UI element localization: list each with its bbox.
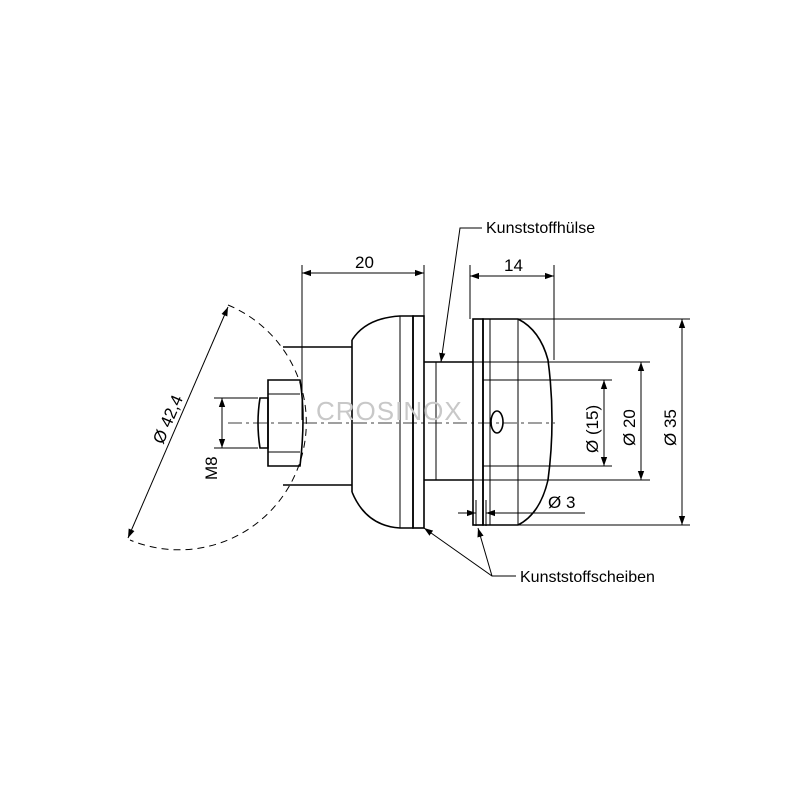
dim-15: Ø (15) (548, 379, 612, 467)
dim-20-label: 20 (355, 253, 374, 272)
washer-left (412, 315, 425, 529)
callout-washers: Kunststoffscheiben (423, 527, 655, 586)
glass-tube-circle (129, 304, 307, 551)
dim-42-4: Ø 42,4 (127, 306, 229, 539)
dim-m8-label: M8 (202, 456, 221, 480)
dim-m8: M8 (202, 397, 258, 480)
callout-washers-label: Kunststoffscheiben (520, 569, 655, 586)
dim-35: Ø 35 (518, 318, 690, 526)
watermark: CROSINOX (316, 396, 463, 426)
plastic-sleeve (424, 361, 473, 481)
left-body (283, 340, 353, 492)
dim-20-dia-label: Ø 20 (620, 409, 639, 446)
dim-20: 20 (301, 253, 425, 420)
dim-3: Ø 3 (458, 493, 585, 526)
right-disk (472, 318, 553, 526)
dim-20-dia: Ø 20 (473, 361, 650, 481)
dim-14: 14 (469, 256, 555, 360)
dim-14-label: 14 (504, 256, 523, 275)
dim-3-label: Ø 3 (548, 493, 575, 512)
dim-42-4-label: Ø 42,4 (149, 392, 187, 446)
callout-sleeve-label: Kunststoffhülse (486, 220, 595, 237)
dim-15-label: Ø (15) (583, 405, 602, 453)
dim-35-label: Ø 35 (661, 409, 680, 446)
hex-nut (257, 379, 304, 467)
callout-sleeve: Kunststoffhülse (439, 220, 595, 363)
